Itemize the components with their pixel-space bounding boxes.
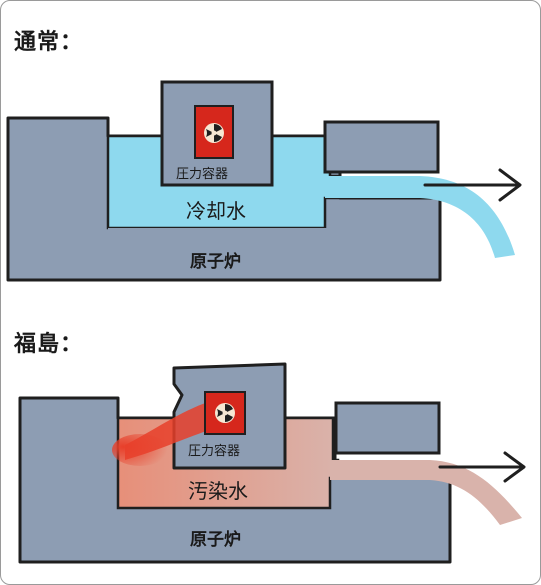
flow-arrow <box>423 168 522 202</box>
diagram-fukushima: 圧力容器 汚染水 原子炉 <box>0 300 541 570</box>
contaminated-water-label: 汚染水 <box>188 479 248 503</box>
reactor-diagram-normal <box>6 80 522 282</box>
reactor-core-floor <box>108 228 328 236</box>
turbine-block <box>323 120 440 174</box>
flow-arrow <box>438 451 526 483</box>
panel-heading-normal: 通常： <box>14 30 84 55</box>
reactor-diagram-fukushima <box>18 362 526 564</box>
reactor-label: 原子炉 <box>190 252 241 272</box>
reactor-label: 原子炉 <box>190 530 241 550</box>
turbine-block <box>334 401 441 455</box>
diagram-normal: 圧力容器 冷却水 原子炉 <box>0 0 541 282</box>
pressure-vessel-label: 圧力容器 <box>188 444 241 459</box>
outflow-stream <box>325 176 515 258</box>
panel-heading-fukushima: 福島： <box>14 332 84 357</box>
cooling-water-label: 冷却水 <box>186 199 246 223</box>
outflow-stream <box>330 460 522 525</box>
pressure-vessel-label: 圧力容器 <box>176 167 229 182</box>
